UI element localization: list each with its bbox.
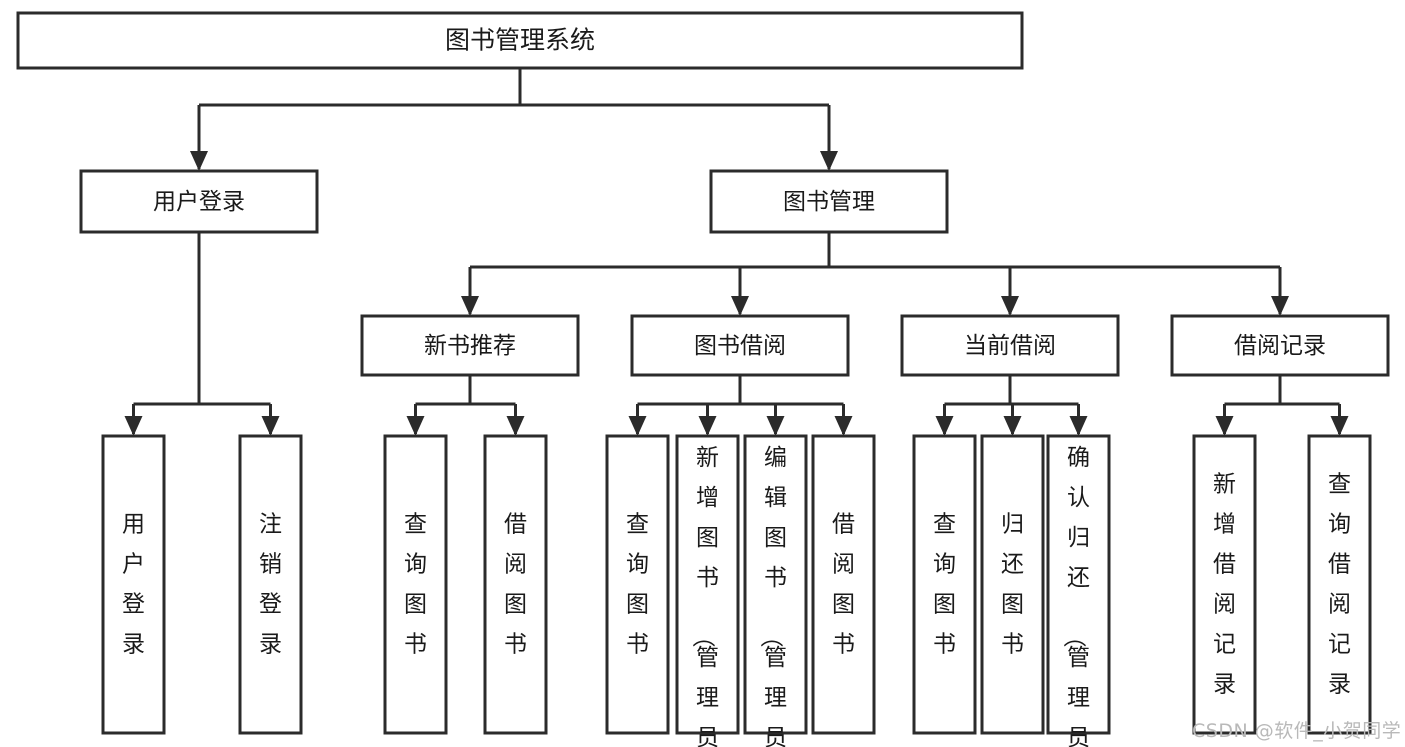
- node-leaf-query-record-label: 查询借阅记录: [1328, 471, 1351, 697]
- node-leaf-confirm-return-label: 确认归还（管理员）: [1061, 445, 1090, 747]
- node-book-manage-label: 图书管理: [783, 189, 875, 215]
- node-leaf-add-record[interactable]: 新增借阅记录: [1192, 434, 1257, 735]
- arrow-down-icon: [461, 296, 479, 316]
- node-book-borrow-label: 图书借阅: [694, 333, 786, 359]
- nodes-layer: 图书管理系统用户登录图书管理新书推荐图书借阅当前借阅借阅记录用户登录注销登录查询…: [16, 11, 1390, 747]
- node-current-borrow-label: 当前借阅: [964, 333, 1056, 359]
- node-book-manage[interactable]: 图书管理: [709, 169, 949, 234]
- node-leaf-add-record-label: 新增借阅记录: [1213, 471, 1236, 697]
- node-new-book-rec[interactable]: 新书推荐: [360, 314, 580, 377]
- node-book-borrow[interactable]: 图书借阅: [630, 314, 850, 377]
- node-book-borrow-box[interactable]: [630, 314, 850, 377]
- node-leaf-query-record-box[interactable]: [1307, 434, 1372, 735]
- node-leaf-return-book[interactable]: 归还图书: [980, 434, 1045, 735]
- node-leaf-borrow-book-1[interactable]: 借阅图书: [483, 434, 548, 735]
- node-leaf-borrow-book-1-box[interactable]: [483, 434, 548, 735]
- node-leaf-logout[interactable]: 注销登录: [238, 434, 303, 735]
- node-root-system-label: 图书管理系统: [445, 26, 595, 55]
- arrow-down-icon: [820, 151, 838, 171]
- node-leaf-query-book-2[interactable]: 查询图书: [605, 434, 670, 735]
- node-leaf-edit-book-label: 编辑图书（管理员）: [758, 445, 787, 747]
- node-leaf-query-book-1[interactable]: 查询图书: [383, 434, 448, 735]
- node-leaf-borrow-book-2[interactable]: 借阅图书: [811, 434, 876, 735]
- node-leaf-user-login[interactable]: 用户登录: [101, 434, 166, 735]
- arrow-down-icon: [628, 416, 647, 436]
- arrow-down-icon: [834, 416, 853, 436]
- node-leaf-query-book-1-box[interactable]: [383, 434, 448, 735]
- node-book-manage-box[interactable]: [709, 169, 949, 234]
- node-leaf-return-book-box[interactable]: [980, 434, 1045, 735]
- arrow-down-icon: [1003, 416, 1022, 436]
- node-leaf-query-book-1-label: 查询图书: [404, 511, 427, 657]
- node-leaf-edit-book[interactable]: 编辑图书（管理员）: [743, 434, 808, 747]
- node-current-borrow-box[interactable]: [900, 314, 1120, 377]
- node-leaf-user-login-label: 用户登录: [122, 511, 145, 657]
- node-leaf-user-login-box[interactable]: [101, 434, 166, 735]
- arrow-down-icon: [1001, 296, 1019, 316]
- node-new-book-rec-label: 新书推荐: [424, 333, 516, 359]
- node-leaf-confirm-return-box[interactable]: [1046, 434, 1111, 735]
- node-current-borrow[interactable]: 当前借阅: [900, 314, 1120, 377]
- arrow-down-icon: [1215, 416, 1234, 436]
- node-leaf-confirm-return[interactable]: 确认归还（管理员）: [1046, 434, 1111, 747]
- node-new-book-rec-box[interactable]: [360, 314, 580, 377]
- node-leaf-query-record[interactable]: 查询借阅记录: [1307, 434, 1372, 735]
- arrow-down-icon: [731, 296, 749, 316]
- node-leaf-query-book-3-box[interactable]: [912, 434, 977, 735]
- node-leaf-add-book-label: 新增图书（管理员）: [690, 445, 719, 747]
- node-root-system[interactable]: 图书管理系统: [16, 11, 1024, 70]
- node-leaf-return-book-label: 归还图书: [1001, 511, 1024, 657]
- arrow-down-icon: [261, 416, 280, 436]
- node-leaf-add-record-box[interactable]: [1192, 434, 1257, 735]
- node-leaf-logout-box[interactable]: [238, 434, 303, 735]
- node-leaf-edit-book-box[interactable]: [743, 434, 808, 735]
- node-leaf-query-book-3[interactable]: 查询图书: [912, 434, 977, 735]
- arrow-down-icon: [935, 416, 954, 436]
- node-borrow-record[interactable]: 借阅记录: [1170, 314, 1390, 377]
- csdn-watermark: CSDN @软件_小贺同学: [1192, 720, 1402, 742]
- node-leaf-add-book[interactable]: 新增图书（管理员）: [675, 434, 740, 747]
- node-leaf-query-book-2-box[interactable]: [605, 434, 670, 735]
- node-leaf-add-book-box[interactable]: [675, 434, 740, 735]
- node-borrow-record-label: 借阅记录: [1234, 333, 1326, 359]
- arrow-down-icon: [1271, 296, 1289, 316]
- arrow-down-icon: [698, 416, 717, 436]
- arrow-down-icon: [124, 416, 143, 436]
- node-user-login-box[interactable]: [79, 169, 319, 234]
- node-leaf-query-book-2-label: 查询图书: [626, 511, 649, 657]
- node-borrow-record-box[interactable]: [1170, 314, 1390, 377]
- node-leaf-borrow-book-2-box[interactable]: [811, 434, 876, 735]
- node-root-system-box[interactable]: [16, 11, 1024, 70]
- node-leaf-borrow-book-1-label: 借阅图书: [504, 511, 527, 657]
- node-user-login[interactable]: 用户登录: [79, 169, 319, 234]
- arrow-down-icon: [506, 416, 525, 436]
- arrow-down-icon: [190, 151, 208, 171]
- node-leaf-logout-label: 注销登录: [259, 511, 282, 657]
- arrow-down-icon: [1069, 416, 1088, 436]
- node-leaf-query-book-3-label: 查询图书: [933, 511, 956, 657]
- connector-edges: [124, 68, 1349, 436]
- node-user-login-label: 用户登录: [153, 189, 245, 215]
- node-leaf-borrow-book-2-label: 借阅图书: [832, 511, 855, 657]
- arrow-down-icon: [766, 416, 785, 436]
- arrow-down-icon: [1330, 416, 1349, 436]
- arrow-down-icon: [406, 416, 425, 436]
